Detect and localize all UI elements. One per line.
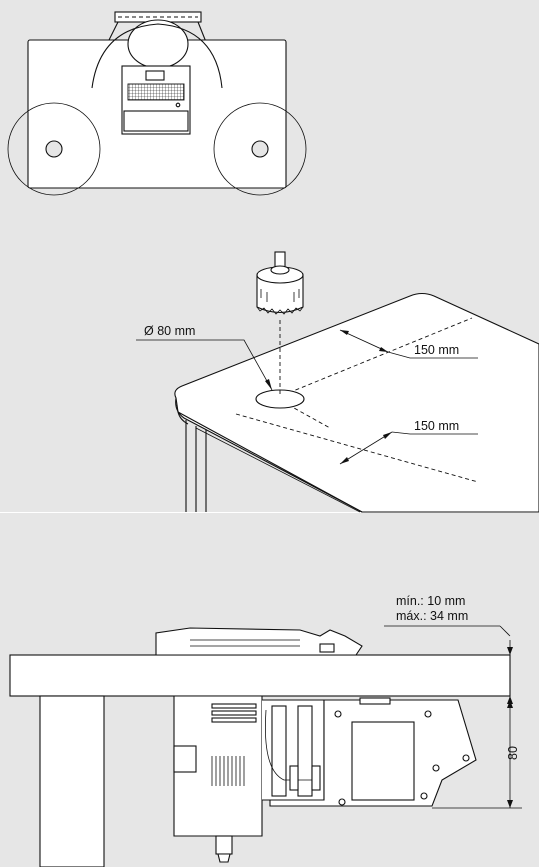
table-slab	[9, 654, 511, 697]
side-module-panel	[351, 721, 415, 801]
drawer-slot	[123, 110, 189, 132]
hinge-arms	[107, 21, 207, 43]
depth-arrow-top	[507, 700, 513, 708]
vent-2	[211, 710, 257, 716]
back-distance-label: 150 mm	[414, 343, 459, 357]
front-dim-arrow-b	[383, 432, 392, 439]
left-wheel-hub	[45, 140, 63, 158]
table-hole-panel: Ø 80 mm 150 mm 150 mm	[0, 251, 539, 513]
screw-1	[334, 710, 342, 718]
screw-3	[462, 754, 470, 762]
display-window	[145, 70, 165, 81]
thickness-min-label: mín.: 10 mm	[396, 594, 465, 608]
table-leg	[39, 695, 105, 867]
right-wheel-hub	[251, 140, 269, 158]
back-dim-arrow-a	[340, 330, 349, 335]
motor-side-box	[173, 745, 197, 773]
back-dim-arrow-b	[379, 347, 388, 352]
top-appliance-button	[319, 643, 335, 653]
front-dim-arrow-a	[340, 457, 349, 464]
diameter-arrow	[265, 379, 272, 390]
diameter-label: Ø 80 mm	[144, 324, 195, 338]
tube-hose	[265, 709, 316, 781]
saw-slots	[260, 289, 300, 302]
guide-line-back	[275, 317, 473, 399]
vent-3	[211, 717, 257, 723]
thickness-leader	[499, 625, 511, 637]
back-dimension-leader	[387, 351, 478, 359]
speaker-grille	[127, 83, 185, 101]
shaft-tip	[217, 853, 231, 863]
saw-teeth	[256, 306, 304, 315]
screw-5	[338, 798, 346, 806]
panel-separator	[0, 512, 539, 513]
valve-1	[289, 765, 299, 791]
front-dimension-line	[339, 431, 393, 465]
indicator-led	[175, 102, 181, 108]
drive-shaft	[215, 835, 233, 855]
table-apron	[195, 427, 361, 513]
depth-arrow-bottom	[507, 800, 513, 808]
valve-2	[311, 765, 321, 791]
table-corner	[177, 411, 189, 425]
top-view-panel	[7, 11, 307, 196]
back-dimension-line	[339, 329, 389, 353]
left-wheel-outline	[7, 102, 101, 196]
depth-label: 80	[506, 746, 520, 760]
tube-a	[271, 705, 287, 797]
thickness-arrow-top	[507, 647, 513, 655]
diameter-leader	[136, 339, 273, 391]
mounting-clip	[359, 697, 391, 705]
tube-b	[297, 705, 313, 797]
thickness-max-label: máx.: 34 mm	[396, 609, 468, 623]
motor-housing	[173, 695, 263, 837]
side-section-panel: mín.: 10 mm máx.: 34 mm 80	[9, 594, 522, 867]
screw-6	[420, 792, 428, 800]
swing-arc	[91, 23, 223, 89]
saw-collar	[270, 265, 290, 275]
top-appliance-details	[190, 639, 300, 647]
screw-4	[432, 764, 440, 772]
table-top-surface	[174, 292, 539, 513]
motor-fins	[211, 756, 245, 786]
right-wheel-outline	[213, 102, 307, 196]
top-appliance-profile	[155, 627, 363, 656]
vent-1	[211, 703, 257, 709]
front-dimension-leader	[391, 431, 478, 435]
front-distance-label: 150 mm	[414, 419, 459, 433]
screw-2	[424, 710, 432, 718]
